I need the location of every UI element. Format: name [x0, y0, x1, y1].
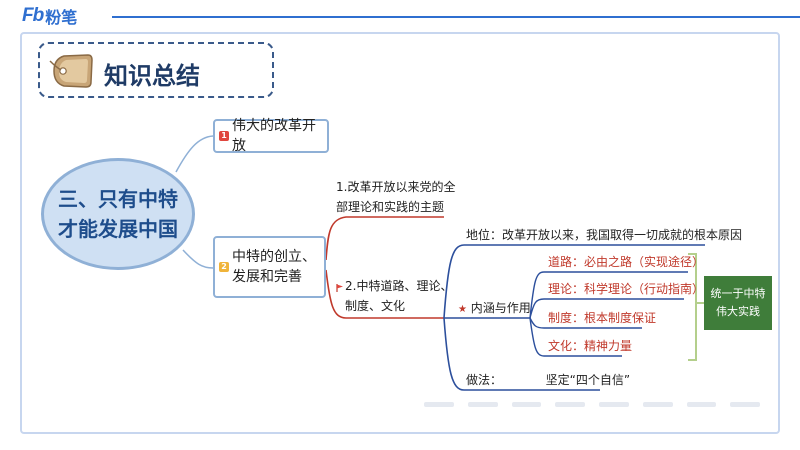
- center-node-text: 三、只有中特 才能发展中国: [53, 184, 183, 244]
- connotation-label: 内涵与作用: [470, 301, 531, 315]
- center-line-2: 才能发展中国: [58, 217, 178, 241]
- sub-text: 精神力量: [584, 339, 633, 353]
- connector-center-branch2: [182, 249, 214, 269]
- brand-name: 粉笔: [45, 8, 78, 27]
- brand-logo: Fb 粉笔: [22, 5, 142, 27]
- status-row: 地位：改革开放以来，我国取得一切成就的根本原因: [466, 225, 742, 245]
- status-text: 改革开放以来，我国取得一切成就的根本原因: [502, 228, 743, 242]
- connector-item2-practice: [443, 317, 600, 391]
- tag-icon: [49, 54, 93, 88]
- connector-branch2-item1: [325, 216, 444, 261]
- practice-text: 坚定“四个自信”: [545, 373, 631, 387]
- sub-item-road: 道路：必由之路（实现途径）: [548, 252, 704, 272]
- connector-sub-road: [529, 271, 688, 319]
- connector-branch2-item2: [325, 269, 444, 319]
- flag-icon: [336, 284, 343, 292]
- branch-node-2: 2 中特的创立、 发展和完善: [213, 236, 326, 298]
- sub-item-theory: 理论：科学理论（行动指南）: [548, 279, 704, 299]
- item-1-line2: 部理论和实践的主题: [336, 200, 445, 214]
- star-icon: ★: [458, 304, 467, 315]
- sub-label: 文化：: [548, 339, 585, 353]
- number-badge: 2: [219, 262, 229, 272]
- connector-item2-status: [443, 244, 705, 319]
- center-node: 三、只有中特 才能发展中国: [41, 158, 195, 270]
- item-1: 1.改革开放以来党的全 部理论和实践的主题: [336, 177, 455, 217]
- header-rule: [112, 16, 800, 18]
- title-box: [38, 42, 274, 98]
- branch-node-1: 1 伟大的改革开放: [213, 118, 329, 154]
- item-1-line1: 1.改革开放以来党的全: [336, 180, 456, 194]
- connector-sub-culture: [529, 317, 622, 357]
- faint-watermark: [424, 398, 760, 412]
- item-2-line2: 制度、文化: [345, 299, 406, 313]
- center-line-1: 三、只有中特: [58, 187, 178, 211]
- branch-label-1: 伟大的改革开放: [232, 118, 316, 154]
- sub-label: 理论：: [548, 282, 585, 296]
- connector-sub-theory: [529, 298, 684, 319]
- sub-text: 科学理论（行动指南）: [584, 282, 705, 296]
- connotation-row: ★ 内涵与作用: [458, 298, 531, 320]
- sub-item-culture: 文化：精神力量: [548, 336, 632, 356]
- sub-label: 制度：: [548, 311, 585, 325]
- sub-label: 道路：: [548, 255, 585, 269]
- content-frame: [20, 32, 780, 434]
- summary-bracket: [688, 253, 697, 361]
- practice-label: 做法：: [466, 373, 503, 387]
- status-label: 地位：: [466, 228, 503, 242]
- item-2: 2.中特道路、理论、 制度、文化: [345, 276, 452, 316]
- branch-label-2-line2: 发展和完善: [232, 269, 302, 285]
- practice-row: 做法： 坚定“四个自信”: [466, 370, 630, 390]
- brand-mark: Fb: [22, 5, 44, 26]
- sub-text: 必由之路（实现途径）: [584, 255, 705, 269]
- summary-line2: 伟大实践: [716, 305, 760, 318]
- item-2-line1: 2.中特道路、理论、: [345, 279, 453, 293]
- sub-text: 根本制度保证: [584, 311, 657, 325]
- branch-label-2: 中特的创立、 发展和完善: [232, 247, 316, 287]
- sub-item-system: 制度：根本制度保证: [548, 308, 656, 328]
- branch-label-2-line1: 中特的创立、: [232, 249, 316, 265]
- number-badge: 1: [219, 131, 229, 141]
- connector-center-branch1: [175, 135, 214, 173]
- summary-box: 统一于中特 伟大实践: [704, 276, 772, 330]
- summary-line1: 统一于中特: [710, 287, 766, 300]
- connector-sub-system: [529, 317, 642, 329]
- page-title: 知识总结: [104, 62, 200, 90]
